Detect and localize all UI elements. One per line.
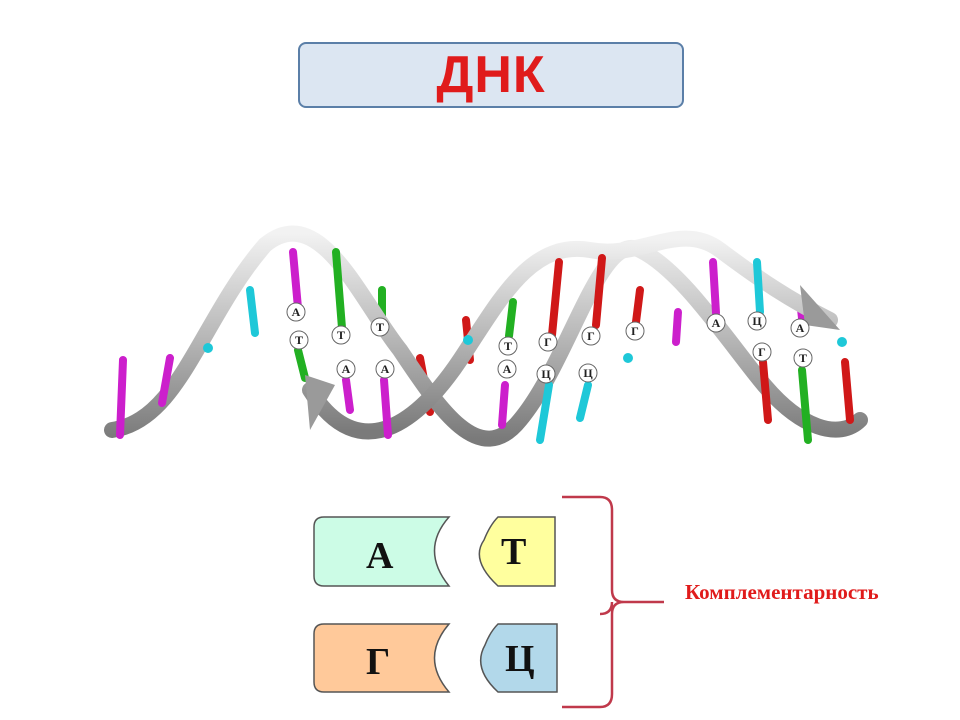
base-letter-text: А bbox=[503, 362, 512, 376]
base-letter: Т bbox=[370, 317, 390, 337]
pair-letter-a: А bbox=[366, 535, 394, 577]
helix-rung bbox=[246, 286, 259, 337]
helix-node-dot bbox=[463, 335, 473, 345]
base-letter: Т bbox=[331, 325, 351, 345]
pair-letter-t: Т bbox=[501, 531, 527, 573]
base-block-a bbox=[313, 516, 451, 587]
strand-arrowhead-right bbox=[800, 285, 840, 330]
base-letter-text: Т bbox=[295, 333, 303, 347]
helix-rung bbox=[798, 366, 812, 444]
base-letter: Г bbox=[581, 326, 601, 346]
helix-node-dot bbox=[837, 337, 847, 347]
helix-rung bbox=[759, 358, 772, 424]
helix-rungs-front bbox=[116, 248, 854, 444]
helix-rung bbox=[332, 248, 346, 332]
base-block-c bbox=[479, 623, 558, 693]
pair-letter-g: Г bbox=[366, 641, 391, 683]
helix-ribbons bbox=[104, 225, 868, 447]
pair-g-c bbox=[313, 623, 558, 693]
base-letter: Т bbox=[289, 330, 309, 350]
helix-rung bbox=[709, 258, 720, 317]
base-letter: Т bbox=[793, 348, 813, 368]
base-letter-text: Г bbox=[587, 329, 595, 343]
base-letter: Ц bbox=[536, 364, 556, 384]
base-letter-text: Г bbox=[544, 335, 552, 349]
helix-rung bbox=[592, 254, 606, 329]
pair-letter-c: Ц bbox=[505, 638, 535, 680]
base-letter: А bbox=[336, 359, 356, 379]
backbone-strand-2 bbox=[302, 230, 838, 440]
helix-rung bbox=[505, 298, 517, 340]
base-letter: А bbox=[286, 302, 306, 322]
base-letter-text: А bbox=[796, 321, 805, 335]
helix-rung bbox=[841, 358, 854, 424]
helix-rung bbox=[116, 356, 127, 439]
helix-rung bbox=[380, 376, 392, 439]
base-letter-text: Т bbox=[376, 320, 384, 334]
helix-rung bbox=[632, 286, 644, 326]
helix-rung bbox=[158, 354, 174, 407]
base-letter: Ц bbox=[747, 311, 767, 331]
base-letter: Г bbox=[752, 342, 772, 362]
base-letter-text: Т bbox=[504, 339, 512, 353]
base-letter: Г bbox=[625, 321, 645, 341]
complementarity-bracket bbox=[562, 495, 664, 709]
base-letter-text: А bbox=[712, 316, 721, 330]
base-letter: Ц bbox=[578, 363, 598, 383]
base-block-g bbox=[313, 623, 451, 693]
helix-rung bbox=[548, 258, 563, 339]
strand-arrowhead-left bbox=[305, 375, 335, 430]
base-letter-text: Т bbox=[799, 351, 807, 365]
helix-rung bbox=[753, 258, 764, 316]
backbone-strand-1 bbox=[104, 225, 868, 447]
helix-node-dot bbox=[623, 353, 633, 363]
helix-rung bbox=[289, 248, 302, 312]
helix-rung bbox=[342, 376, 354, 414]
base-letter: А bbox=[497, 359, 517, 379]
base-letter: А bbox=[790, 318, 810, 338]
base-letter-text: Г bbox=[758, 345, 766, 359]
base-letter-text: А bbox=[342, 362, 351, 376]
base-letter: А bbox=[706, 313, 726, 333]
base-letter: А bbox=[375, 359, 395, 379]
helix-rung bbox=[294, 346, 309, 382]
helix-rung bbox=[672, 308, 682, 346]
helix-node-dot bbox=[203, 343, 213, 353]
pair-a-t bbox=[313, 516, 556, 587]
page-title: ДНК bbox=[436, 46, 546, 104]
base-letter-text: А bbox=[292, 305, 301, 319]
base-letter-text: Т bbox=[337, 328, 345, 342]
base-letter-text: Ц bbox=[541, 367, 551, 381]
base-letter: Т bbox=[498, 336, 518, 356]
base-letter-text: Ц bbox=[752, 314, 762, 328]
base-letter-text: А bbox=[381, 362, 390, 376]
base-letter: Г bbox=[538, 332, 558, 352]
helix-rung bbox=[576, 381, 592, 422]
base-block-t bbox=[478, 516, 556, 587]
title-box: ДНК bbox=[298, 42, 684, 108]
helix-rung bbox=[536, 381, 553, 444]
base-letter-text: Ц bbox=[583, 366, 593, 380]
complementarity-label: Комплементарность bbox=[685, 580, 879, 604]
helix-rung bbox=[498, 381, 509, 429]
base-letter-text: Г bbox=[631, 324, 639, 338]
